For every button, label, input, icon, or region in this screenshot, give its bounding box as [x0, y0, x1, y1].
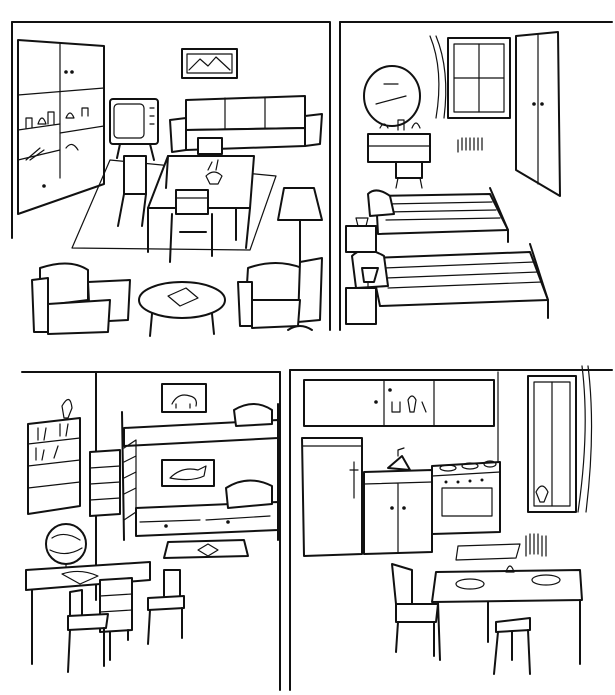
armchair-left [31, 262, 131, 335]
kitchen-chair [391, 563, 439, 657]
bookshelf [27, 398, 81, 515]
bed-lower [351, 243, 549, 319]
animal-picture [161, 459, 215, 487]
floor-mat [455, 543, 521, 561]
kitchen [289, 365, 613, 691]
sink-unit [363, 447, 433, 555]
chest-of-drawers [89, 449, 121, 517]
bedroom [339, 21, 613, 331]
dressing-table [363, 65, 431, 189]
refrigerator [301, 437, 363, 557]
bedside-tables [345, 217, 379, 325]
kids-room [21, 371, 281, 691]
wardrobe [515, 31, 561, 197]
framed-picture-landscape [181, 48, 238, 79]
bunk-bed [121, 403, 279, 541]
stove [431, 460, 501, 535]
kitchen-window [527, 365, 593, 513]
elephant-picture [161, 383, 207, 413]
kids-chairs [67, 569, 185, 673]
dining-table [147, 155, 255, 253]
wall-cupboards [303, 379, 495, 427]
living-room [11, 21, 331, 337]
sofa [169, 95, 323, 153]
desk [25, 561, 151, 665]
kitchen-table [431, 565, 583, 665]
bedroom-window [429, 35, 511, 119]
dining-chairs [117, 137, 223, 263]
bedroom-radiator [457, 137, 483, 153]
wall-unit [17, 39, 105, 215]
armchair-right [237, 257, 323, 329]
coffee-table [138, 281, 226, 337]
bed-upper [367, 187, 509, 243]
kitchen-radiator [525, 533, 547, 557]
kitchen-stool [493, 617, 531, 675]
kids-rug [163, 539, 249, 559]
television [109, 98, 159, 161]
